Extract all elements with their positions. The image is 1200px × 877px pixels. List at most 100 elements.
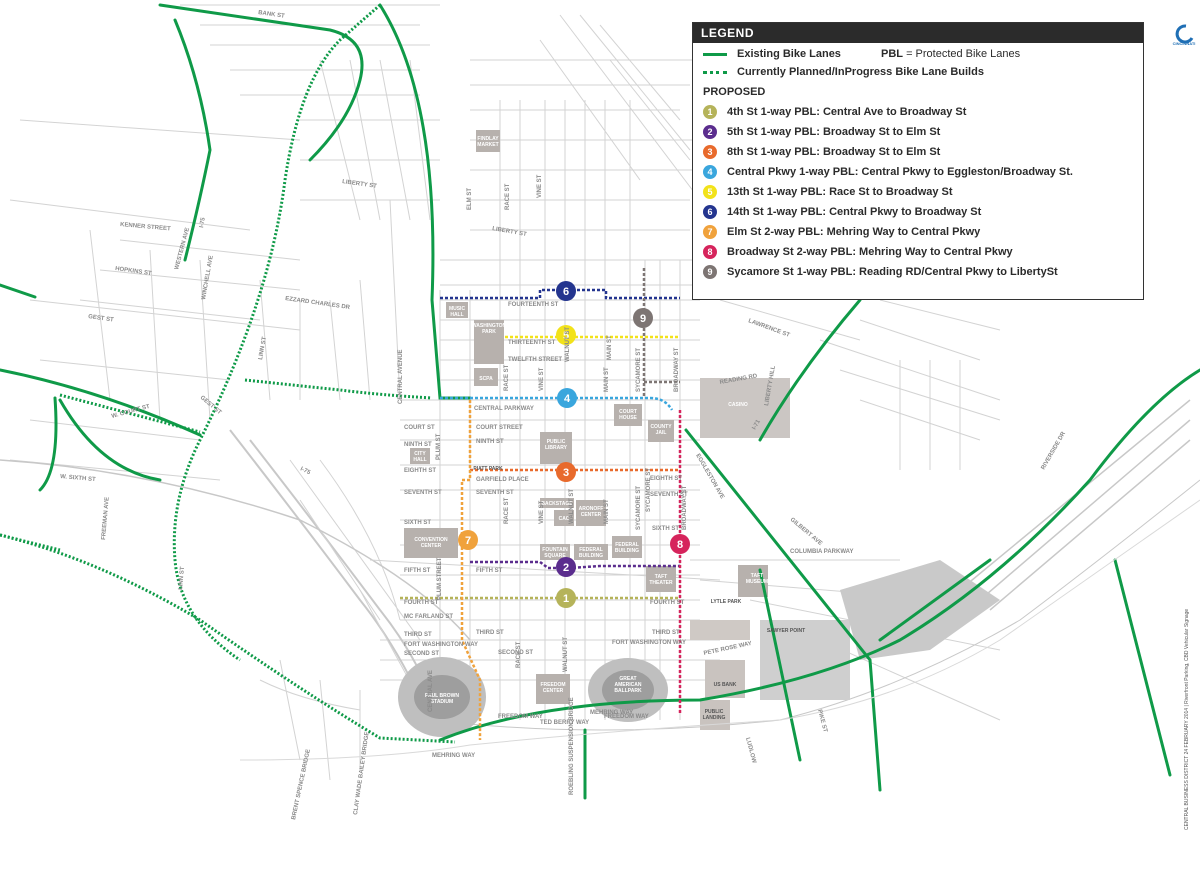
- legend-proposed-label: Elm St 2-way PBL: Mehring Way to Central…: [727, 225, 981, 238]
- street-label: LAWRENCE ST: [747, 318, 790, 339]
- street-label: VINE ST: [537, 174, 543, 198]
- street-label: FREEMAN AVE: [101, 497, 111, 540]
- street-label: MEHRING WAY: [590, 710, 633, 716]
- solid-line-icon: [703, 52, 727, 56]
- piatt-park-label: PIATT PARK: [473, 466, 503, 472]
- street-label: LINN ST: [258, 336, 268, 360]
- street-label: NINTH ST: [476, 439, 504, 445]
- route-7: [460, 400, 482, 740]
- street-label: RIVERSIDE DR: [1041, 430, 1068, 471]
- route-marker-number: 3: [563, 467, 569, 479]
- street-label: ROEBLING SUSPENSION BRIDGE: [569, 697, 575, 795]
- buildings: [398, 130, 1000, 737]
- route-number-badge: 9: [703, 265, 717, 279]
- street-label: FOURTH ST: [650, 600, 685, 606]
- pbl-abbr: PBL: [881, 48, 903, 60]
- street-label: RACE ST: [504, 497, 510, 524]
- logo-text: CINCINNATI: [1173, 41, 1196, 46]
- street-label: SYCAMORE ST: [636, 348, 642, 392]
- route-marker-6: 6: [556, 281, 576, 301]
- route-marker-number: 8: [677, 539, 683, 551]
- street-label: THIRD ST: [652, 630, 680, 636]
- street-label: FORT WASHINGTON WAY: [612, 640, 686, 646]
- street-label: SEVENTH ST: [476, 490, 514, 496]
- route-marker-number: 7: [465, 535, 471, 547]
- street-label: LINN ST: [178, 566, 186, 590]
- sawyer-point-label: SAWYER POINT: [767, 628, 805, 634]
- street-label: SYCAMORE ST: [636, 486, 642, 530]
- street-label: TWELFTH STREET: [508, 357, 562, 363]
- route-marker-circle: [633, 308, 653, 328]
- street-label: EIGHTH ST: [650, 476, 682, 482]
- cincinnati-logo-icon: CINCINNATI: [1173, 24, 1196, 46]
- street-label: COLUMBIA PARKWAY: [790, 549, 853, 555]
- route-marker-3: 3: [556, 462, 576, 482]
- street-label: THIRD ST: [404, 632, 432, 638]
- street-label: I-75: [199, 216, 207, 228]
- route-marker-7: 7: [458, 530, 478, 550]
- legend-proposed-label: 4th St 1-way PBL: Central Ave to Broadwa…: [727, 105, 967, 118]
- street-label: FOURTH ST: [404, 600, 439, 606]
- route-marker-circle: [556, 588, 576, 608]
- route-marker-number: 5: [563, 330, 569, 342]
- casino-label: CASINO: [728, 402, 748, 408]
- legend-proposed-label: Central Pkwy 1-way PBL: Central Pkwy to …: [727, 165, 1073, 178]
- legend-planned: Currently Planned/InProgress Bike Lane B…: [703, 66, 984, 78]
- street-label: LIBERTY ST: [342, 179, 378, 190]
- route-marker-circle: [557, 388, 577, 408]
- route-marker-circle: [556, 462, 576, 482]
- cac-label: CAC: [559, 516, 570, 522]
- legend-existing-label: Existing Bike Lanes: [737, 48, 841, 60]
- legend-proposed-item: 1 4th St 1-way PBL: Central Ave to Broadw…: [703, 105, 966, 119]
- route-number-badge: 1: [703, 105, 717, 119]
- street-label: CENTRAL AVE: [428, 670, 434, 712]
- legend-proposed-label: 8th St 1-way PBL: Broadway St to Elm St: [727, 145, 941, 158]
- route-marker-8: 8: [670, 534, 690, 554]
- route-marker-5: 5: [556, 325, 576, 345]
- route-marker-circle: [670, 534, 690, 554]
- legend-proposed-label: 14th St 1-way PBL: Central Pkwy to Broad…: [727, 205, 982, 218]
- street-label: MAIN ST: [607, 335, 613, 360]
- street-label: WINCHELL AVE: [201, 255, 215, 300]
- dotted-line-icon: [703, 70, 727, 74]
- street-label: EZZARD CHARLES DR: [285, 296, 351, 311]
- street-label: RACE ST: [516, 641, 522, 668]
- street-label: SYCAMORE ST: [646, 468, 652, 512]
- street-label: PLUM STREET: [437, 557, 443, 600]
- street-label: SEVENTH ST: [404, 490, 442, 496]
- street-label: BROADWAY ST: [674, 347, 680, 392]
- street-label: FIFTH ST: [404, 568, 431, 574]
- route-number-badge: 8: [703, 245, 717, 259]
- legend-proposed-label: 13th St 1-way PBL: Race St to Broadway S…: [727, 185, 953, 198]
- street-label: PETE ROSE WAY: [703, 641, 752, 657]
- street-label: SIXTH ST: [404, 520, 431, 526]
- street-label: COURT ST: [404, 425, 435, 431]
- route-marker-number: 2: [563, 562, 569, 574]
- legend-proposed-label: 5th St 1-way PBL: Broadway St to Elm St: [727, 125, 941, 138]
- route-marker-number: 1: [563, 593, 569, 605]
- street-label: BANK ST: [258, 10, 286, 20]
- legend-proposed-label: Broadway St 2-way PBL: Mehring Way to Ce…: [727, 245, 1013, 258]
- street-label: PIKE ST: [816, 709, 828, 733]
- route-marker-2: 2: [556, 557, 576, 577]
- street-label: RACE ST: [504, 364, 510, 391]
- legend-existing: Existing Bike Lanes: [703, 48, 841, 60]
- street-label: TED BERRY WAY: [540, 720, 589, 726]
- route-marker-4: 4: [557, 388, 577, 408]
